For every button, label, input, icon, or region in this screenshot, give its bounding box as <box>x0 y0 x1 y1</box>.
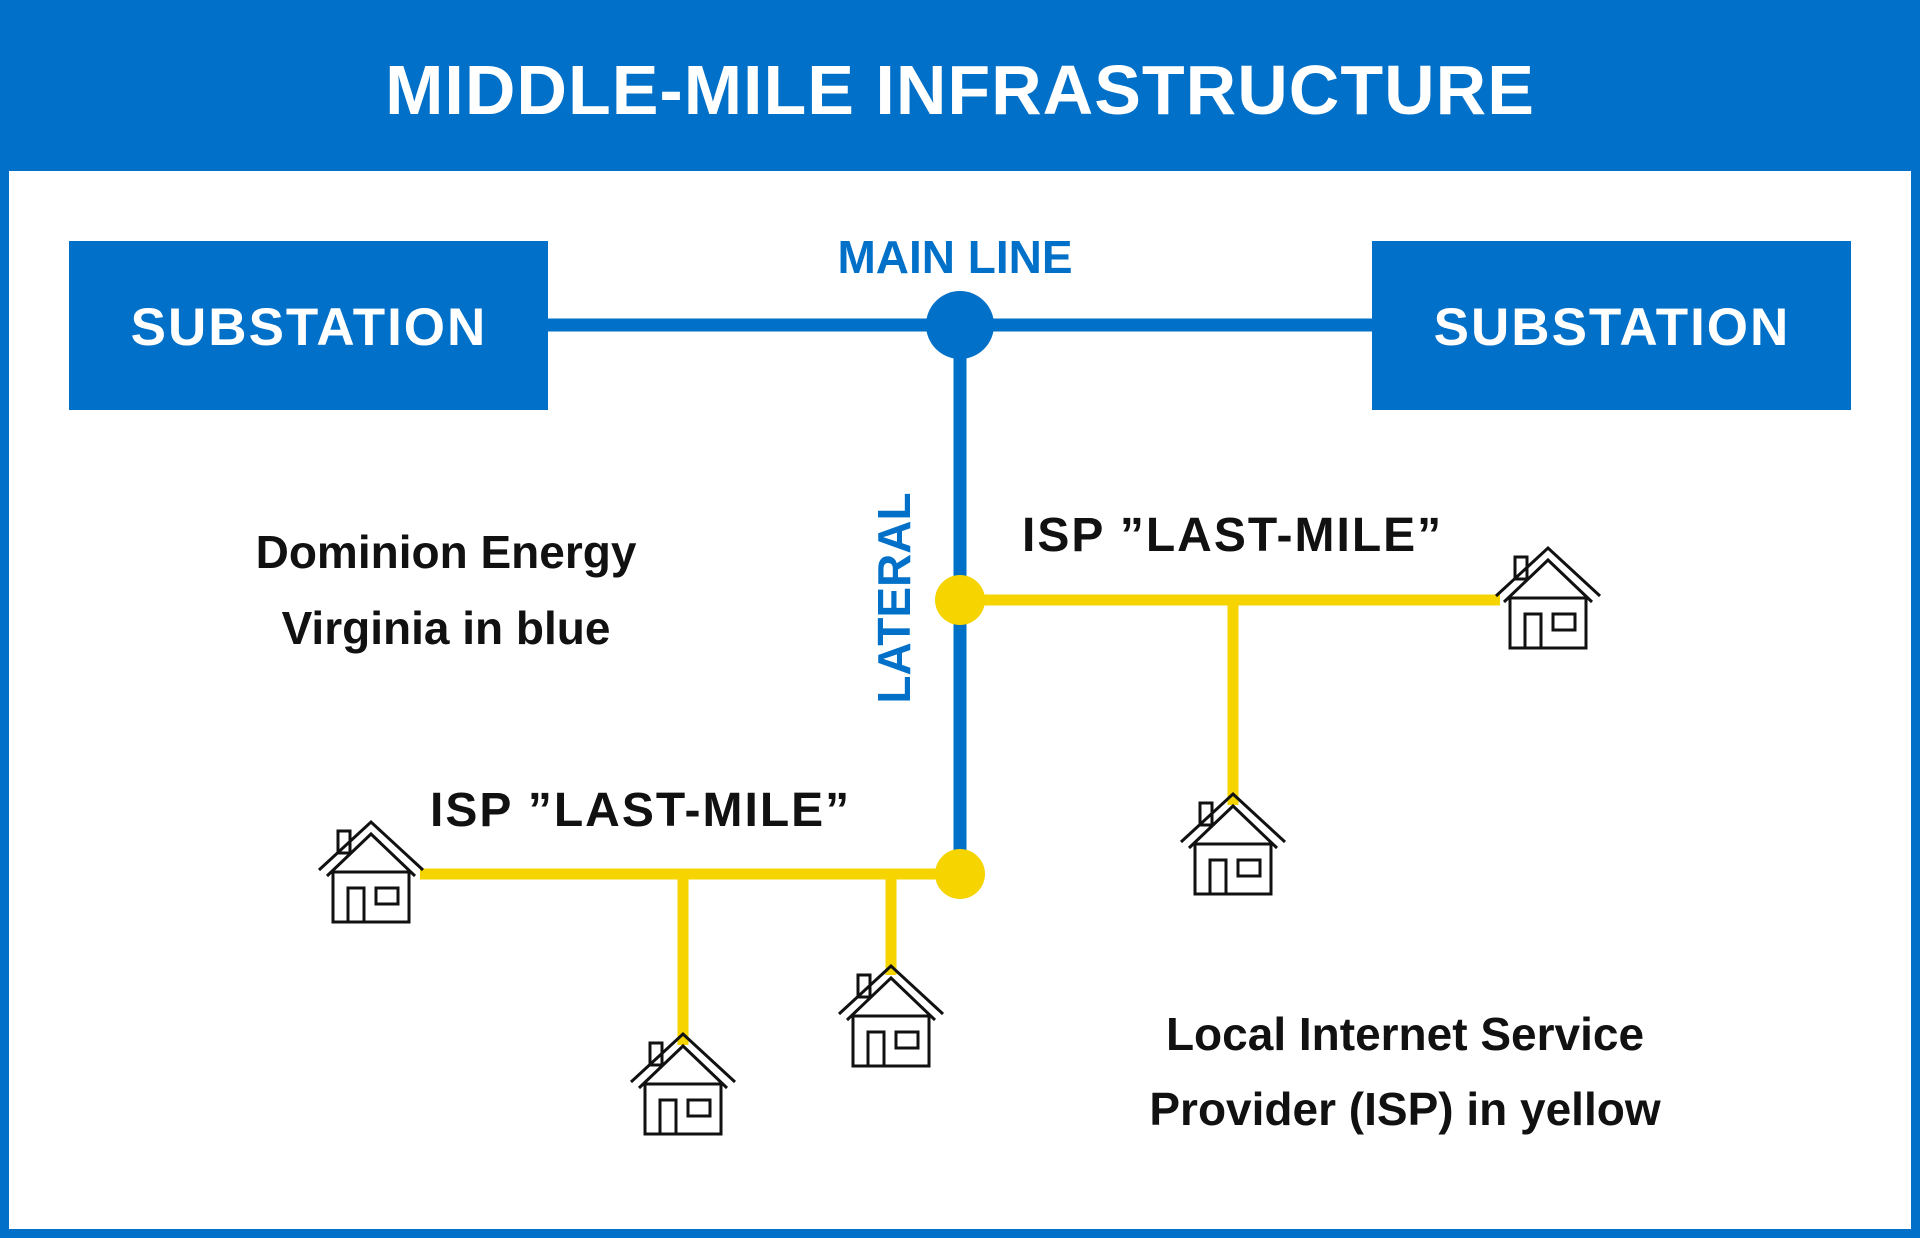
substation-left: SUBSTATION <box>69 241 548 410</box>
isp-note-line2: Provider (ISP) in yellow <box>1149 1083 1660 1135</box>
substation-right: SUBSTATION <box>1372 241 1851 410</box>
substation-left-label: SUBSTATION <box>131 298 488 357</box>
house-icon <box>837 964 945 1068</box>
isp-note-line1: Local Internet Service <box>1166 1008 1644 1060</box>
house-icon <box>317 820 425 924</box>
main-line-label: MAIN LINE <box>837 231 1072 283</box>
substation-right-label: SUBSTATION <box>1434 298 1791 357</box>
lateral-label: LATERAL <box>868 492 920 703</box>
isp-upper-label: ISP ”LAST-MILE” <box>1022 509 1443 562</box>
diagram-title: MIDDLE-MILE INFRASTRUCTURE <box>385 51 1535 129</box>
house-icon <box>1179 792 1287 896</box>
utility-note-line2: Virginia in blue <box>282 602 611 654</box>
isp-upper-junction <box>935 575 985 625</box>
utility-note-line1: Dominion Energy <box>256 526 637 578</box>
isp-lower-junction <box>935 849 985 899</box>
house-icon <box>629 1032 737 1136</box>
main-junction <box>926 291 994 359</box>
header-bar: MIDDLE-MILE INFRASTRUCTURE <box>9 9 1911 171</box>
house-icon <box>1494 546 1602 650</box>
isp-lower-label: ISP ”LAST-MILE” <box>430 784 851 837</box>
